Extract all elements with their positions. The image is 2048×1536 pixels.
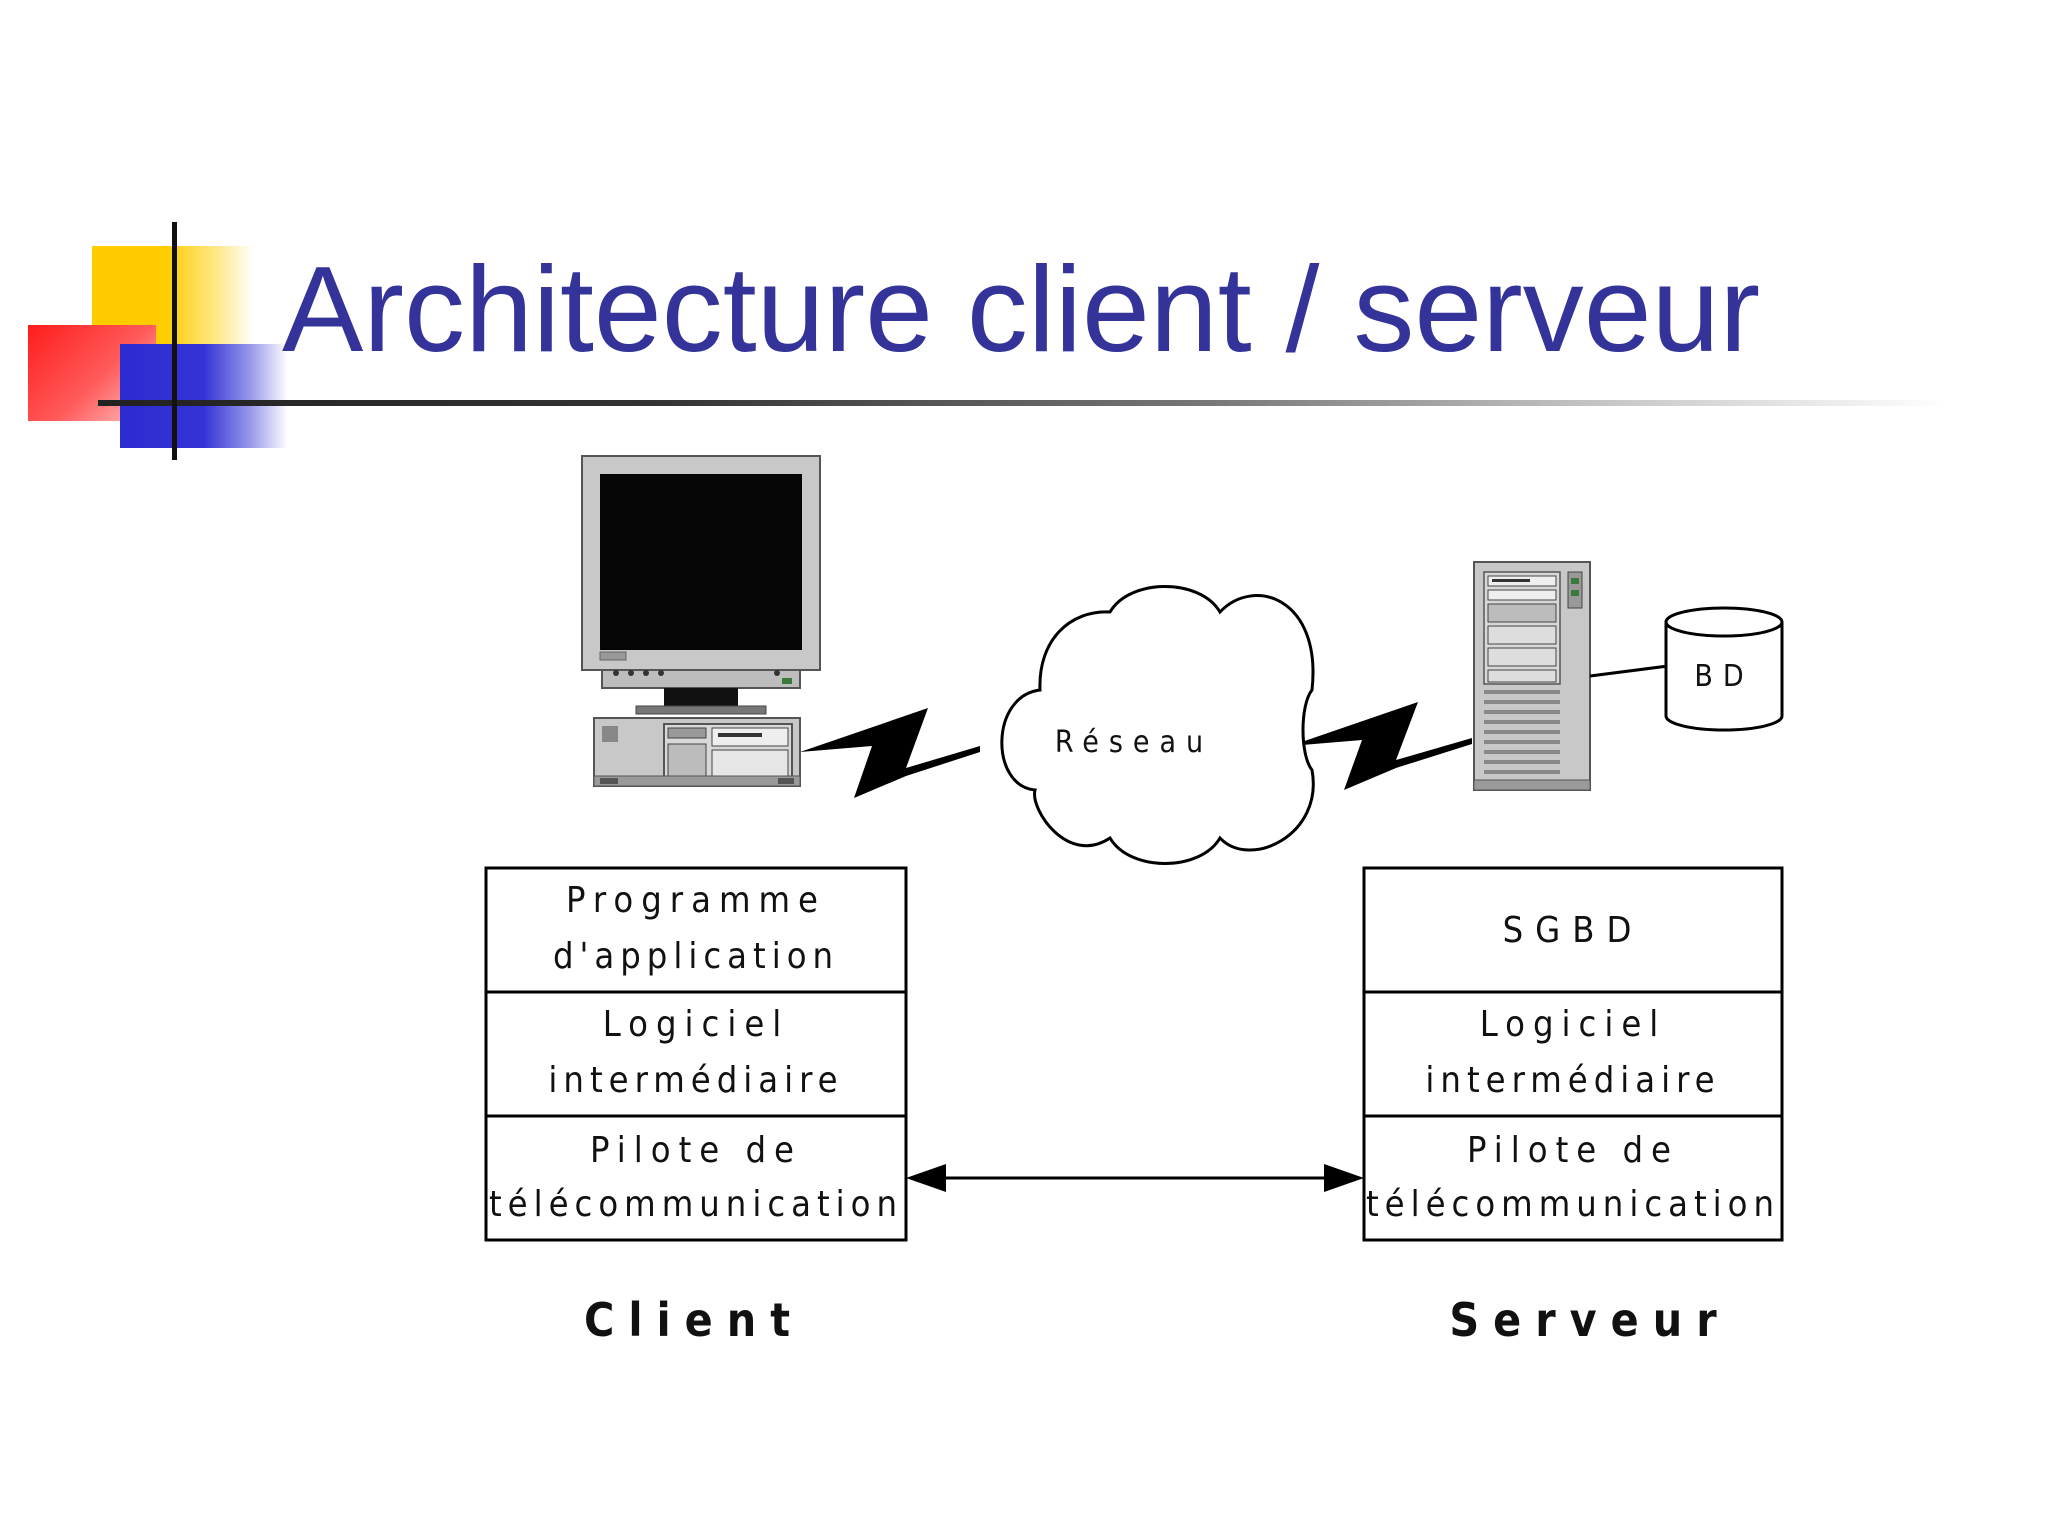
server-tower-icon [1473, 561, 1591, 791]
client-link-bolt [800, 708, 980, 798]
slide-title: Architecture client / serveur [282, 241, 1761, 377]
server-layer-3-line1: Pilote de [1467, 1130, 1679, 1171]
server-layer-1-line1: SGBD [1503, 910, 1644, 951]
client-computer-icon [581, 455, 821, 787]
server-stack: SGBD Logiciel intermédiaire Pilote de té… [1362, 866, 1784, 1242]
server-layer-2-line1: Logiciel [1480, 1004, 1667, 1045]
client-stack: Programme d'application Logiciel intermé… [484, 866, 908, 1242]
server-layer-2-line2: intermédiaire [1425, 1060, 1720, 1101]
decor-vertical-line [172, 222, 177, 460]
title-underline [98, 400, 1948, 406]
network-cloud [1000, 585, 1315, 865]
database-label: BD [1694, 659, 1753, 694]
database-icon [1664, 606, 1784, 732]
client-layer-3-line2: télécommunication [489, 1184, 903, 1225]
client-layer-2-line1: Logiciel [603, 1004, 790, 1045]
client-layer-1-line1: Programme [566, 880, 826, 921]
client-layer-3-line1: Pilote de [590, 1130, 802, 1171]
server-link-bolt [1290, 702, 1472, 790]
communication-arrow [906, 1164, 1364, 1192]
server-db-link [1589, 664, 1669, 678]
client-caption: Client [584, 1293, 804, 1347]
client-layer-2-line2: intermédiaire [548, 1060, 843, 1101]
client-layer-1-line2: d'application [553, 936, 839, 977]
server-caption: Serveur [1449, 1293, 1730, 1347]
server-layer-3-line2: télécommunication [1366, 1184, 1780, 1225]
decor-blue-square [120, 344, 288, 448]
network-label: Réseau [1055, 725, 1213, 760]
